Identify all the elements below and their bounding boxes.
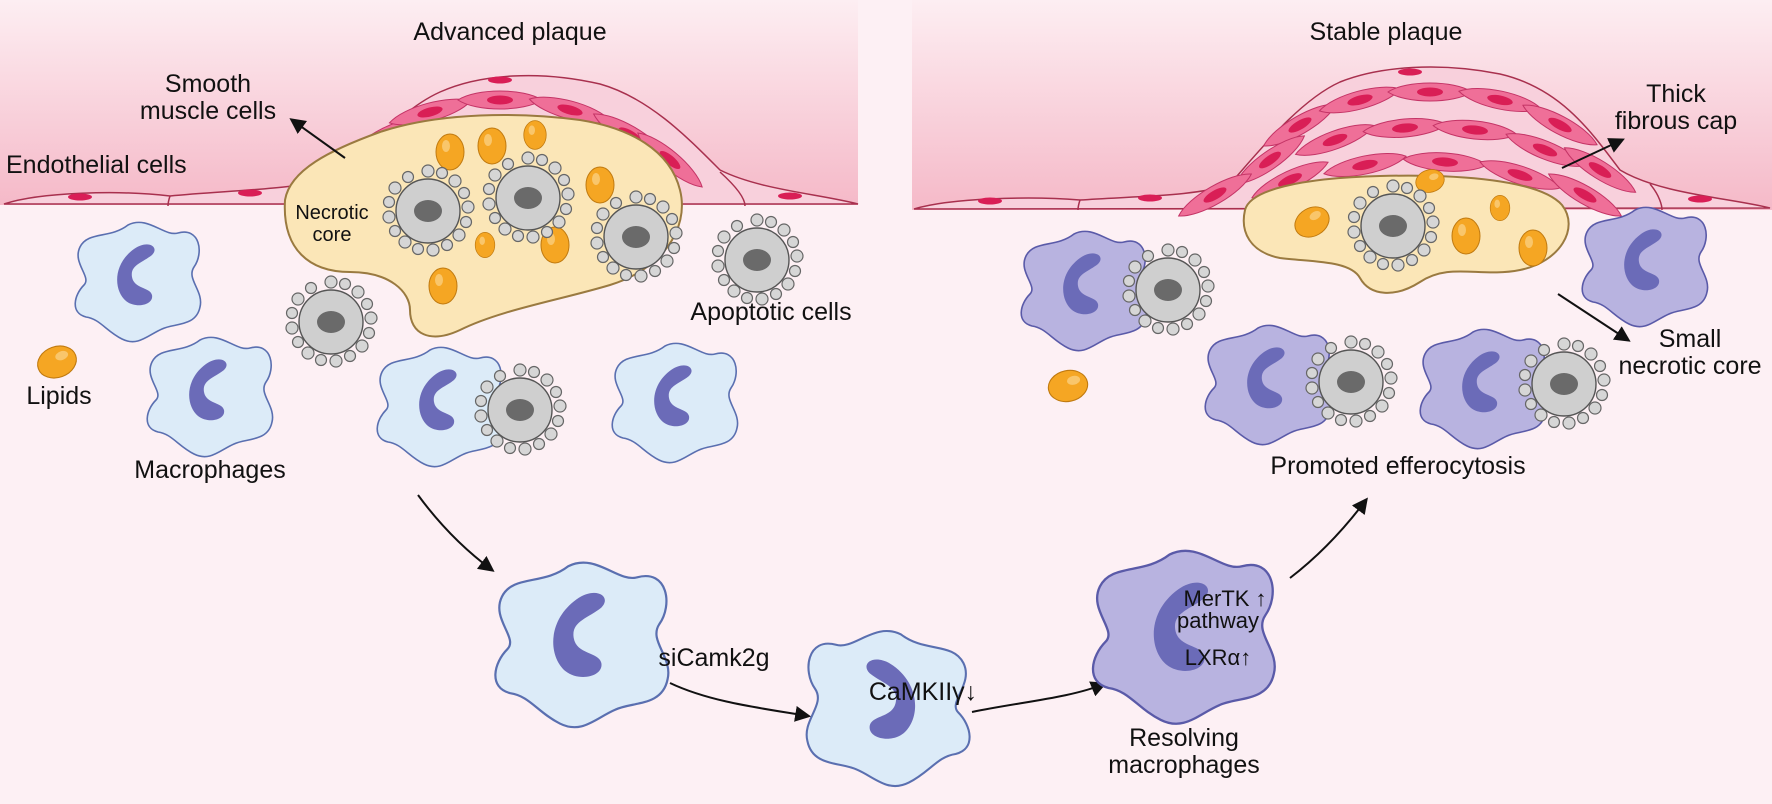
stable-plaque-title: Stable plaque [1310, 18, 1463, 46]
apoptotic-cell [711, 213, 804, 306]
resolving-label-1: Resolving [1129, 724, 1239, 752]
smooth-muscle-pointer [289, 118, 346, 159]
flow-arrow-1 [417, 494, 495, 572]
mertk-label-2: pathway [1177, 608, 1259, 633]
lipid-droplet [1044, 366, 1092, 406]
thick-cap-label-2: fibrous cap [1615, 107, 1737, 135]
apoptotic-cell [285, 275, 378, 368]
macrophage-untreated [494, 561, 670, 729]
apoptotic-cells-label: Apoptotic cells [690, 298, 851, 326]
macrophage-camkii-knockdown [805, 629, 971, 788]
thick-cap-label-1: Thick [1646, 80, 1706, 108]
treatment-flow: siCamk2g CaMKIIγ↓ MerTK ↑ pathway LXRα↑ … [417, 494, 1368, 788]
smooth-muscle-label-1: Smooth [165, 70, 251, 98]
smooth-muscle-label-2: muscle cells [140, 97, 276, 125]
flow-arrow-3 [971, 681, 1107, 713]
macrophage [74, 221, 202, 343]
advanced-plaque-panel: Advanced plaque Smooth muscle cells Endo… [0, 0, 859, 484]
flow-arrow-2 [669, 682, 812, 722]
macrophage [376, 346, 504, 468]
small-core-label-1: Small [1659, 325, 1722, 353]
lipid-droplet [32, 340, 82, 384]
endothelial-label: Endothelial cells [6, 151, 187, 179]
small-core-pointer [1557, 293, 1631, 342]
small-core-label-2: necrotic core [1618, 352, 1761, 380]
efferocytosis-label: Promoted efferocytosis [1270, 452, 1525, 480]
macrophage [611, 342, 739, 464]
advanced-plaque-title: Advanced plaque [413, 18, 606, 46]
resolving-macrophage-treated [1091, 549, 1276, 725]
necrotic-core-label-1: Necrotic [295, 202, 368, 224]
thick-cap-pointer [1561, 138, 1625, 169]
necrotic-core-label-2: core [313, 224, 352, 246]
camkii-label: CaMKIIγ↓ [869, 678, 977, 706]
macrophages-label: Macrophages [134, 456, 285, 484]
macrophage [146, 336, 274, 458]
sicamk2g-label: siCamk2g [658, 644, 769, 672]
resolving-label-2: macrophages [1108, 751, 1259, 779]
mertk-label-1: MerTK ↑ [1183, 586, 1266, 611]
lxr-label: LXRα↑ [1185, 645, 1252, 670]
lipids-label: Lipids [26, 382, 91, 410]
stable-plaque-panel: Stable plaque Thick fibrous cap Small ne… [912, 0, 1772, 480]
resolving-macrophage [1581, 206, 1709, 328]
flow-arrow-4 [1289, 497, 1368, 579]
